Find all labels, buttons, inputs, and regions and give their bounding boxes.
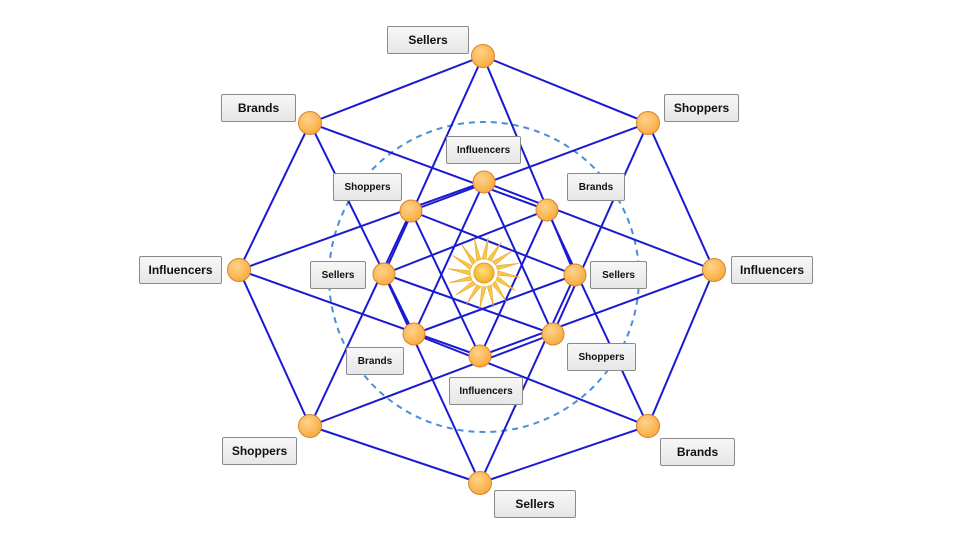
inner-node: [563, 263, 587, 287]
node-group: [227, 44, 726, 495]
connection-line: [413, 181, 485, 335]
outer-node: [636, 414, 660, 438]
connection-line: [479, 274, 576, 484]
outer-node: [636, 111, 660, 135]
outer-node: [468, 471, 492, 495]
inner-label-shoppers-bottom-right: Shoppers: [567, 343, 636, 371]
outer-label-influencers-left: Influencers: [139, 256, 222, 284]
outer-label-sellers-bottom: Sellers: [494, 490, 576, 518]
sun-core: [473, 262, 495, 284]
inner-node: [541, 322, 565, 346]
outer-label-shoppers-bottom-left: Shoppers: [222, 437, 297, 465]
connection-line: [309, 425, 481, 484]
connection-line: [482, 55, 649, 124]
connection-line: [410, 210, 481, 357]
outer-label-shoppers-top-right: Shoppers: [664, 94, 739, 122]
inner-label-influencers-top: Influencers: [446, 136, 521, 164]
inner-node: [472, 170, 496, 194]
inner-label-brands-bottom-left: Brands: [346, 347, 404, 375]
inner-node: [535, 198, 559, 222]
connection-line: [383, 273, 554, 335]
inner-label-brands-top-right: Brands: [567, 173, 625, 201]
connection-line: [552, 122, 649, 335]
connection-line: [647, 122, 715, 271]
inner-label-sellers-right: Sellers: [590, 261, 647, 289]
inner-label-sellers-left: Sellers: [310, 261, 366, 289]
connection-line: [479, 269, 715, 357]
outer-node: [227, 258, 251, 282]
outer-label-influencers-right: Influencers: [731, 256, 813, 284]
outer-label-brands-bottom-right: Brands: [660, 438, 735, 466]
sun-ray: [448, 268, 471, 276]
inner-label-shoppers-top-left: Shoppers: [333, 173, 402, 201]
connection-line: [383, 273, 481, 484]
sun-ray: [497, 270, 520, 278]
sun-ray: [461, 244, 477, 266]
sun-ray: [449, 275, 473, 283]
connection-line: [410, 122, 649, 212]
connection-line: [309, 333, 554, 427]
connection-line: [413, 333, 649, 427]
outer-node: [298, 414, 322, 438]
outer-label-sellers-top: Sellers: [387, 26, 469, 54]
connection-line: [238, 269, 311, 427]
sun-ray: [495, 263, 519, 271]
sun-icon: [448, 237, 520, 309]
sun-ray: [479, 286, 487, 309]
inner-node: [402, 322, 426, 346]
outer-node: [471, 44, 495, 68]
connection-line: [479, 209, 548, 357]
connection-line: [546, 209, 649, 427]
inner-node: [468, 344, 492, 368]
sun-ray: [486, 284, 494, 308]
connection-line: [383, 55, 484, 275]
connection-line: [479, 425, 649, 484]
sun-ray: [486, 241, 502, 262]
connection-line: [647, 269, 715, 427]
inner-label-influencers-bottom: Influencers: [449, 377, 523, 405]
inner-node: [399, 199, 423, 223]
outer-label-brands-top-left: Brands: [221, 94, 296, 122]
connection-line: [309, 122, 548, 211]
connection-line: [309, 122, 415, 335]
connection-line: [413, 274, 576, 335]
sun-ray: [474, 238, 482, 262]
connection-line: [238, 122, 311, 271]
sun-ray: [466, 284, 482, 305]
sun-ray: [455, 280, 477, 296]
connection-line: [238, 269, 481, 357]
sun-ray: [491, 250, 513, 266]
outer-node: [702, 258, 726, 282]
connection-line: [309, 55, 484, 124]
connection-line: [410, 210, 576, 276]
connection-line: [483, 181, 554, 335]
sun-ray: [495, 275, 516, 291]
sun-ray: [491, 280, 507, 302]
outer-node: [298, 111, 322, 135]
connection-line: [383, 209, 548, 275]
inner-node: [372, 262, 396, 286]
connection-line: [309, 210, 412, 427]
connection-line: [483, 181, 715, 271]
sun-ray: [481, 237, 489, 260]
edge-group: [238, 55, 715, 484]
sun-ray: [452, 255, 473, 271]
